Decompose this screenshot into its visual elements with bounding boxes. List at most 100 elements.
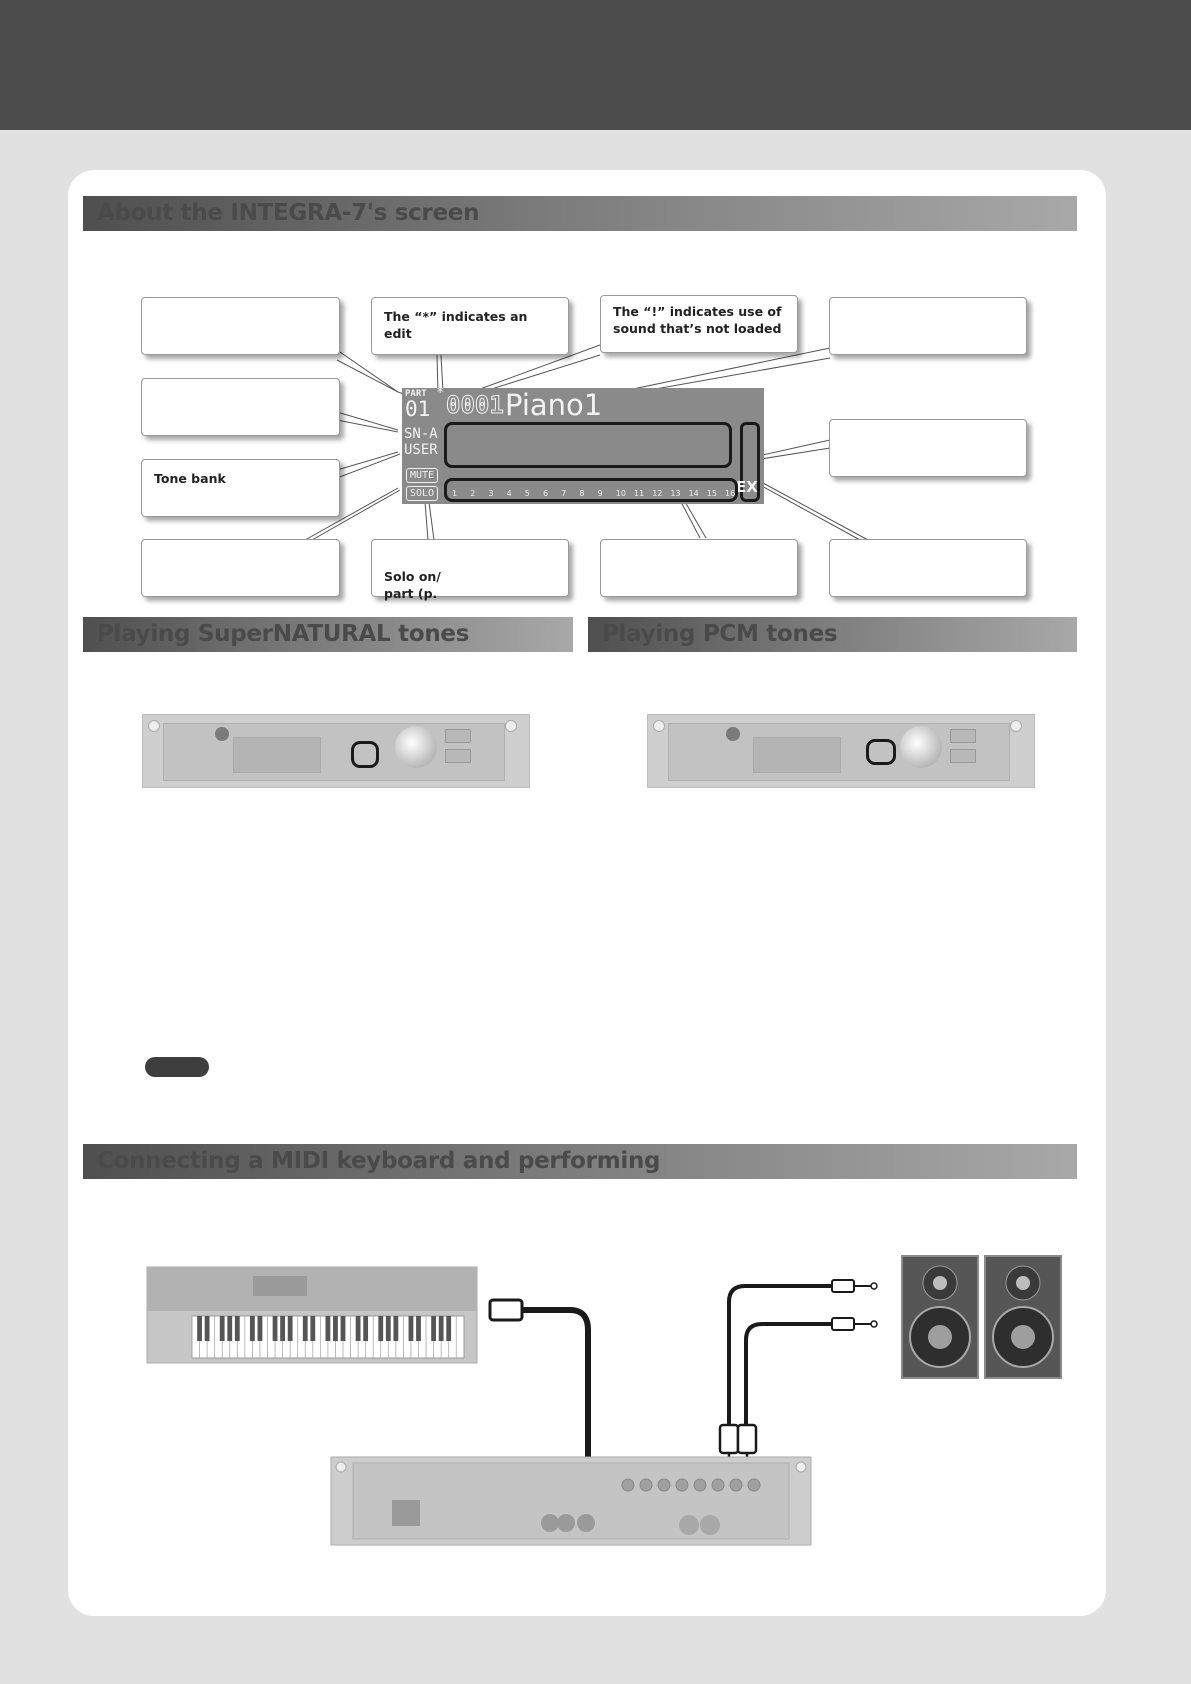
callout-level-meter	[829, 419, 1027, 477]
output-jack	[675, 1478, 689, 1492]
output-jack	[693, 1478, 707, 1492]
callout-not-loaded: The “!” indicates use of sound that’s no…	[600, 295, 798, 353]
lcd-part-indicator: 3	[488, 489, 494, 498]
front-panel-button	[950, 749, 976, 763]
lcd-part-indicator: 8	[579, 489, 585, 498]
output-jack	[747, 1478, 761, 1492]
black-key	[355, 1316, 361, 1341]
callout-part-number	[141, 297, 340, 355]
section-screen-title: About the INTEGRA-7's screen	[97, 200, 480, 226]
black-key	[378, 1316, 384, 1341]
memo-pill-icon	[145, 1057, 209, 1077]
rear-panel-unit	[330, 1456, 812, 1546]
lcd-tone-bank: USER	[404, 442, 438, 458]
black-key	[204, 1316, 210, 1341]
sn-button-highlight	[351, 741, 379, 768]
front-panel-display	[753, 737, 841, 773]
lcd-solo-tag: SOLO	[406, 486, 439, 501]
front-panel-button	[445, 729, 471, 743]
speaker-left-icon	[901, 1255, 979, 1379]
lcd-part-indicator: 7	[561, 489, 567, 498]
section-sn-bar: Playing SuperNATURAL tones	[83, 617, 573, 652]
front-panel-unit-pcm	[647, 714, 1035, 788]
midi-keyboard-icon	[146, 1266, 478, 1364]
lcd-part-indicator: 15	[706, 489, 717, 498]
lcd-part-indicator-frame	[444, 478, 738, 502]
front-panel-display	[233, 737, 321, 773]
lcd-ex-frame	[740, 422, 760, 502]
rack-hole	[505, 720, 517, 732]
black-key	[197, 1316, 202, 1341]
callout-solo-text: Solo on/ part (p.	[384, 569, 441, 601]
black-key	[340, 1316, 346, 1341]
section-pcm-bar: Playing PCM tones	[588, 617, 1077, 652]
lcd-part-indicator: 6	[543, 489, 549, 498]
lcd-part-indicator: 16	[725, 489, 736, 498]
black-key	[234, 1316, 240, 1341]
callout-tone-type	[141, 378, 340, 436]
black-key	[257, 1316, 263, 1341]
pcm-button-highlight	[866, 739, 896, 765]
lcd-screen: PART 01 * 0001 Piano1 SN-A USER MUTE SOL…	[402, 385, 764, 504]
black-key	[385, 1316, 391, 1341]
black-key	[219, 1316, 225, 1341]
black-key	[416, 1316, 421, 1341]
section-midi-bar: Connecting a MIDI keyboard and performin…	[83, 1144, 1077, 1179]
lcd-part-indicator: 10	[615, 489, 626, 498]
section-screen-bar: About the INTEGRA-7's screen	[83, 196, 1077, 231]
audio-cables	[718, 1279, 878, 1470]
black-key	[325, 1316, 331, 1341]
lcd-part-indicator: 4	[506, 489, 512, 498]
callout-solo: Solo on/ part (p.	[371, 539, 569, 601]
lcd-tone-type: SN-A	[404, 426, 438, 442]
section-pcm-title: Playing PCM tones	[602, 621, 838, 647]
black-key	[363, 1316, 369, 1341]
black-key	[333, 1316, 338, 1341]
callout-tone-bank-text: Tone bank	[154, 471, 226, 486]
rack-hole	[653, 720, 665, 732]
lcd-edit-mark: *	[436, 385, 445, 401]
value-dial-icon	[900, 726, 942, 768]
output-jack	[657, 1478, 671, 1492]
black-key	[408, 1316, 414, 1341]
black-key	[310, 1316, 316, 1341]
speaker-right-icon	[984, 1255, 1062, 1379]
lcd-part-indicator: 14	[688, 489, 699, 498]
rack-hole	[1010, 720, 1022, 732]
black-key	[227, 1316, 233, 1341]
black-key	[393, 1316, 399, 1341]
callout-part-indicators	[600, 539, 798, 597]
lcd-part-indicator: 11	[634, 489, 645, 498]
front-panel-button	[950, 729, 976, 743]
black-key	[302, 1316, 308, 1341]
callout-edit-text: The “*” indicates an edit	[384, 309, 528, 341]
lcd-part-indicator: 5	[524, 489, 530, 498]
volume-knob-icon	[726, 727, 740, 741]
callout-tone-bank: Tone bank	[141, 459, 340, 517]
lcd-tone-name: Piano1	[505, 388, 603, 422]
black-key	[438, 1316, 444, 1341]
front-panel-button	[445, 749, 471, 763]
lcd-ex-label: EX	[736, 478, 758, 496]
rack-hole	[148, 720, 160, 732]
lcd-part-indicator: 9	[597, 489, 603, 498]
callout-tone-name	[829, 297, 1027, 355]
black-key	[280, 1316, 285, 1341]
lcd-part-label: PART	[405, 389, 427, 399]
volume-knob-icon	[215, 727, 229, 741]
black-key	[272, 1316, 278, 1341]
value-dial-icon	[395, 726, 437, 768]
lcd-part-indicator: 1	[452, 489, 458, 498]
front-panel-unit-sn	[142, 714, 530, 788]
output-jack	[711, 1478, 725, 1492]
callout-mute	[141, 539, 340, 597]
black-key	[431, 1316, 436, 1341]
section-sn-title: Playing SuperNATURAL tones	[97, 621, 470, 647]
lcd-tone-number: 0001	[446, 391, 505, 420]
callout-not-loaded-text: The “!” indicates use of sound that’s no…	[613, 304, 782, 336]
output-jack	[729, 1478, 743, 1492]
black-key	[250, 1316, 255, 1341]
lcd-part-indicator: 12	[652, 489, 663, 498]
section-midi-title: Connecting a MIDI keyboard and performin…	[97, 1148, 661, 1174]
lcd-mute-tag: MUTE	[406, 468, 439, 483]
